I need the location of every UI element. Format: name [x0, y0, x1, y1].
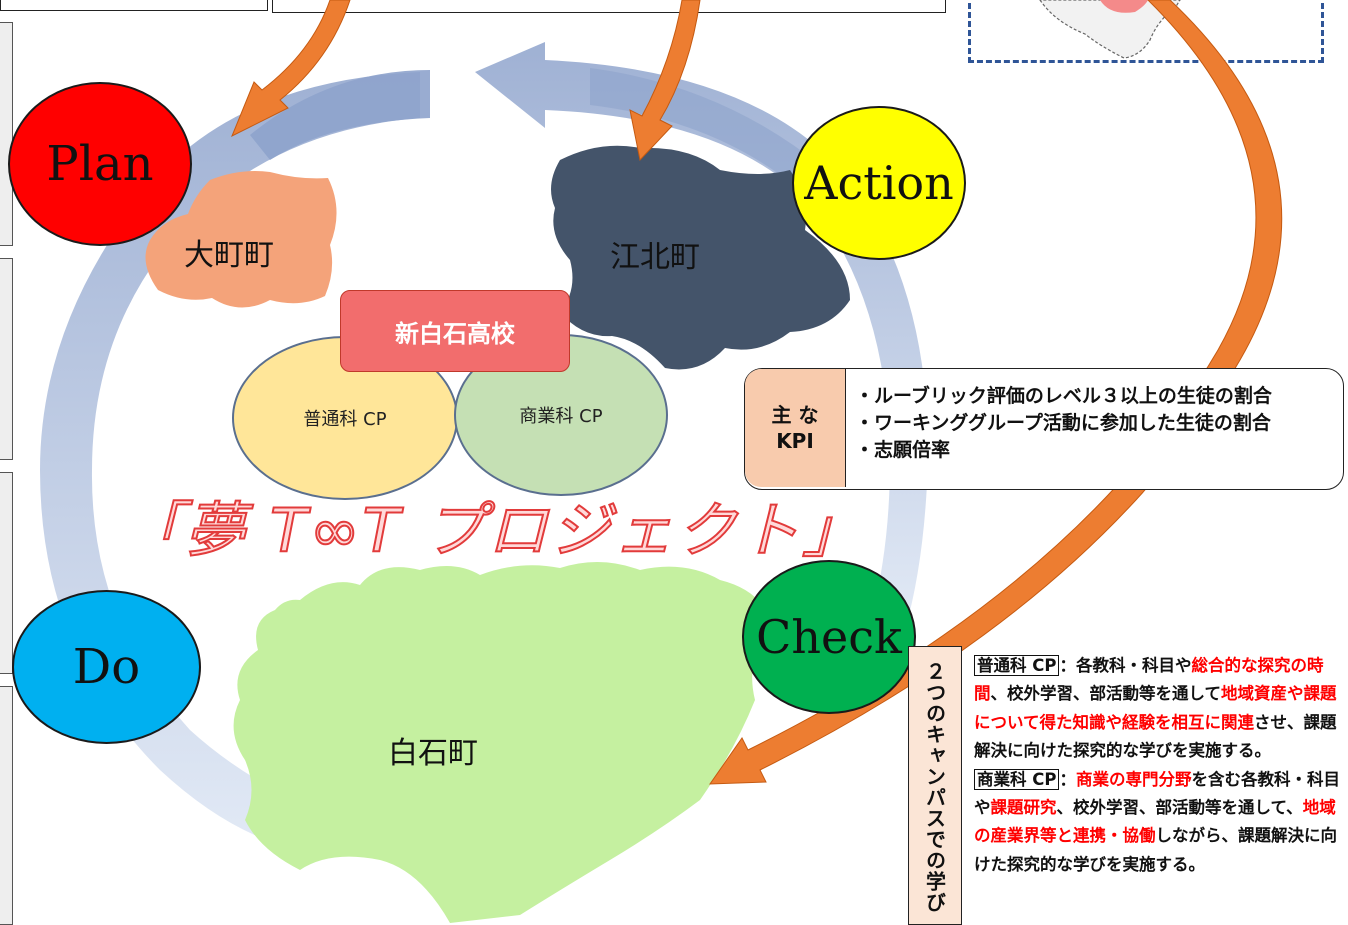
do-circle: Do	[12, 590, 201, 744]
desc-highlight: 地域の産業界等と連携・協働	[974, 798, 1336, 846]
school-name-box: 新白石高校	[340, 290, 570, 372]
kpi-item: ・志願倍率	[855, 439, 951, 461]
kohoku-town-shape	[551, 145, 850, 370]
campus-learning-tab-label: ２つのキャンパスでの学び	[922, 661, 947, 913]
plan-circle: Plan	[8, 82, 192, 246]
futsuka-cp-tag: 普通科 CP	[974, 655, 1060, 676]
desc-text: 、校外学習、部活動等を通して	[990, 684, 1222, 704]
do-label: Do	[72, 639, 141, 695]
futsuka-cp-description: 普通科 CP：各教科・科目や総合的な探究の時間、校外学習、部活動等を通して地域資…	[974, 652, 1344, 766]
futsuka-cp-label: 普通科 CP	[303, 409, 387, 430]
orange-arrows	[231, 0, 1283, 785]
top-center-box	[272, 0, 946, 13]
omachi-label: 大町町	[184, 238, 274, 273]
desc-highlight: 地域資産や課題について得た知識や経験を相互に関連	[974, 684, 1337, 732]
desc-text: ：	[1059, 769, 1076, 789]
action-circle: Action	[792, 106, 966, 260]
map-inset-frame	[968, 0, 1324, 63]
shogyoka-cp-tag: 商業科 CP	[974, 768, 1060, 790]
desc-highlight: 商業の専門分野	[1075, 769, 1192, 789]
desc-text: 、校外学習、部活動等を通して、	[1056, 798, 1303, 818]
desc-text: を含む各教科・科目や	[974, 769, 1340, 818]
map-inset-fragment	[1039, 0, 1181, 59]
project-title: 「夢 T∞T プロジェクト」	[121, 495, 866, 567]
side-panel-tab-2	[0, 258, 13, 460]
desc-text: させ、課題解決に向けた探究的な学びを実施する。	[974, 712, 1337, 761]
kpi-heading: 主 な KPI	[745, 369, 846, 487]
kpi-item: ・ルーブリック評価のレベル３以上の生徒の割合	[855, 385, 1272, 407]
side-panel-tab-3	[0, 472, 13, 674]
check-circle: Check	[742, 560, 916, 714]
check-label: Check	[756, 610, 902, 664]
shogyoka-cp-label: 商業科 CP	[519, 406, 603, 427]
kpi-heading-line1: 主 な	[771, 403, 819, 427]
kpi-item: ・ワーキンググループ活動に参加した生徒の割合	[855, 412, 1271, 434]
campus-learning-text: 普通科 CP：各教科・科目や総合的な探究の時間、校外学習、部活動等を通して地域資…	[974, 652, 1344, 879]
kpi-heading-line2: KPI	[776, 429, 814, 453]
omachi-town-shape	[145, 171, 337, 308]
plan-label: Plan	[46, 136, 154, 192]
campus-learning-tab: ２つのキャンパスでの学び	[908, 646, 962, 925]
action-label: Action	[804, 156, 954, 210]
desc-text: しながら、課題解決に向けた探究的な学びを実施する。	[974, 826, 1337, 874]
kpi-list: ・ルーブリック評価のレベル３以上の生徒の割合 ・ワーキンググループ活動に参加した…	[855, 383, 1272, 464]
desc-highlight: 課題研究	[990, 798, 1057, 818]
shiroishi-label: 白石町	[388, 736, 478, 771]
shogyoka-cp-description: 商業科 CP：商業の専門分野を含む各教科・科目や課題研究、校外学習、部活動等を通…	[974, 766, 1344, 880]
side-panel-tab-1	[0, 22, 13, 246]
desc-text: ：各教科・科目や	[1059, 656, 1192, 675]
top-left-box	[0, 0, 268, 11]
shiroishi-town-shape	[233, 561, 771, 923]
desc-highlight: 総合的な探究の時間	[974, 656, 1324, 704]
kpi-box: 主 な KPI ・ルーブリック評価のレベル３以上の生徒の割合 ・ワーキンググルー…	[744, 368, 1344, 490]
kohoku-label: 江北町	[610, 240, 700, 275]
school-name: 新白石高校	[395, 319, 515, 348]
